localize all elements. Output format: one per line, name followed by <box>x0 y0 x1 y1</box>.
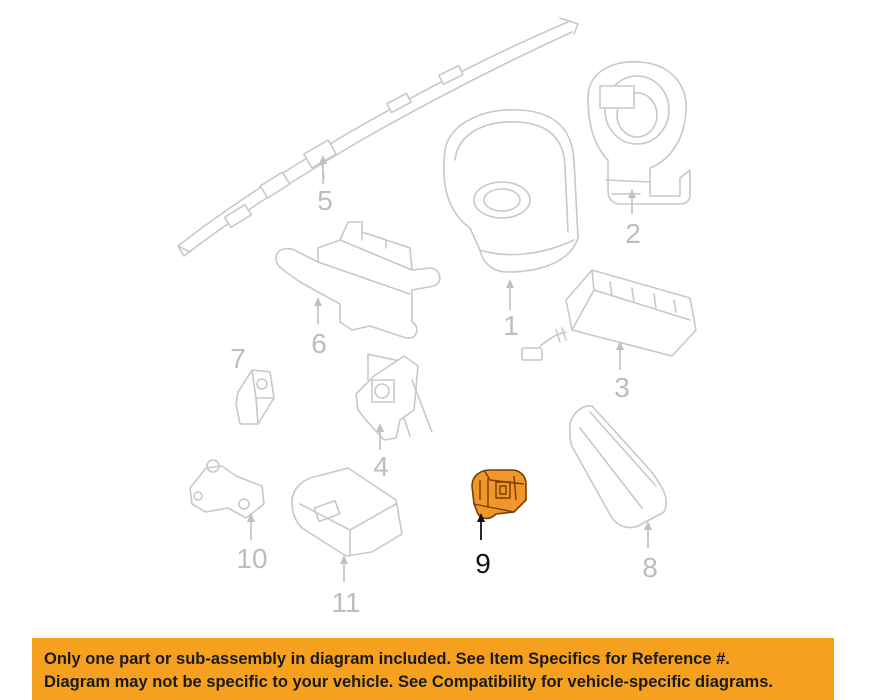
callout-arrows <box>247 155 652 582</box>
part-9-highlighted-sensor[interactable] <box>471 469 527 520</box>
disclaimer-banner: Only one part or sub-assembly in diagram… <box>32 638 834 700</box>
callout-11: 11 <box>331 587 360 618</box>
part-7-sensor <box>235 369 275 425</box>
disclaimer-line-1: Only one part or sub-assembly in diagram… <box>44 650 730 668</box>
part-8-knee-airbag <box>569 405 668 529</box>
part-2-clock-spring <box>587 61 691 205</box>
callout-3: 3 <box>614 372 630 403</box>
callout-10: 10 <box>236 543 267 574</box>
callout-6: 6 <box>311 328 327 359</box>
part-11-module <box>291 467 403 557</box>
callout-7: 7 <box>230 343 246 374</box>
callout-4: 4 <box>373 451 389 482</box>
part-4-seat-sensor <box>355 355 433 441</box>
callout-2: 2 <box>625 218 641 249</box>
airbag-parts-diagram: 5 2 1 6 7 3 4 9 10 8 11 <box>177 17 697 618</box>
part-3-passenger-airbag <box>521 269 697 361</box>
callout-5: 5 <box>317 185 333 216</box>
disclaimer-line-2: Diagram may not be specific to your vehi… <box>44 673 773 691</box>
callout-1: 1 <box>503 310 519 341</box>
callout-9: 9 <box>475 548 491 579</box>
part-10-impact-sensor <box>189 459 265 519</box>
part-5-curtain-airbag <box>177 17 579 257</box>
callout-8: 8 <box>642 552 658 583</box>
part-1-driver-airbag <box>442 109 579 273</box>
